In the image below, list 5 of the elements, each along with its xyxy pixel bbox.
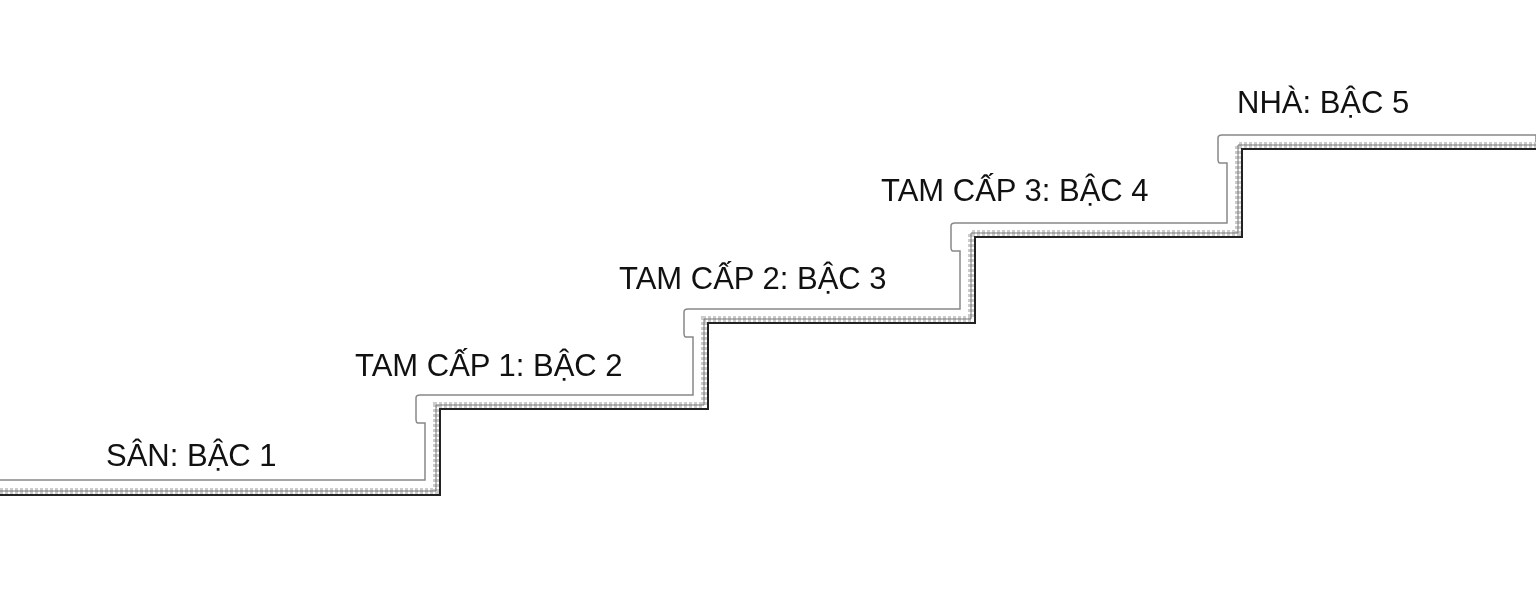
- step-label: TAM CẤP 1: BẬC 2: [355, 349, 623, 384]
- step-label: TAM CẤP 3: BẬC 4: [881, 174, 1149, 209]
- step-label: NHÀ: BẬC 5: [1237, 86, 1410, 121]
- step-label: SÂN: BẬC 1: [106, 439, 277, 474]
- step-label: TAM CẤP 2: BẬC 3: [619, 262, 887, 297]
